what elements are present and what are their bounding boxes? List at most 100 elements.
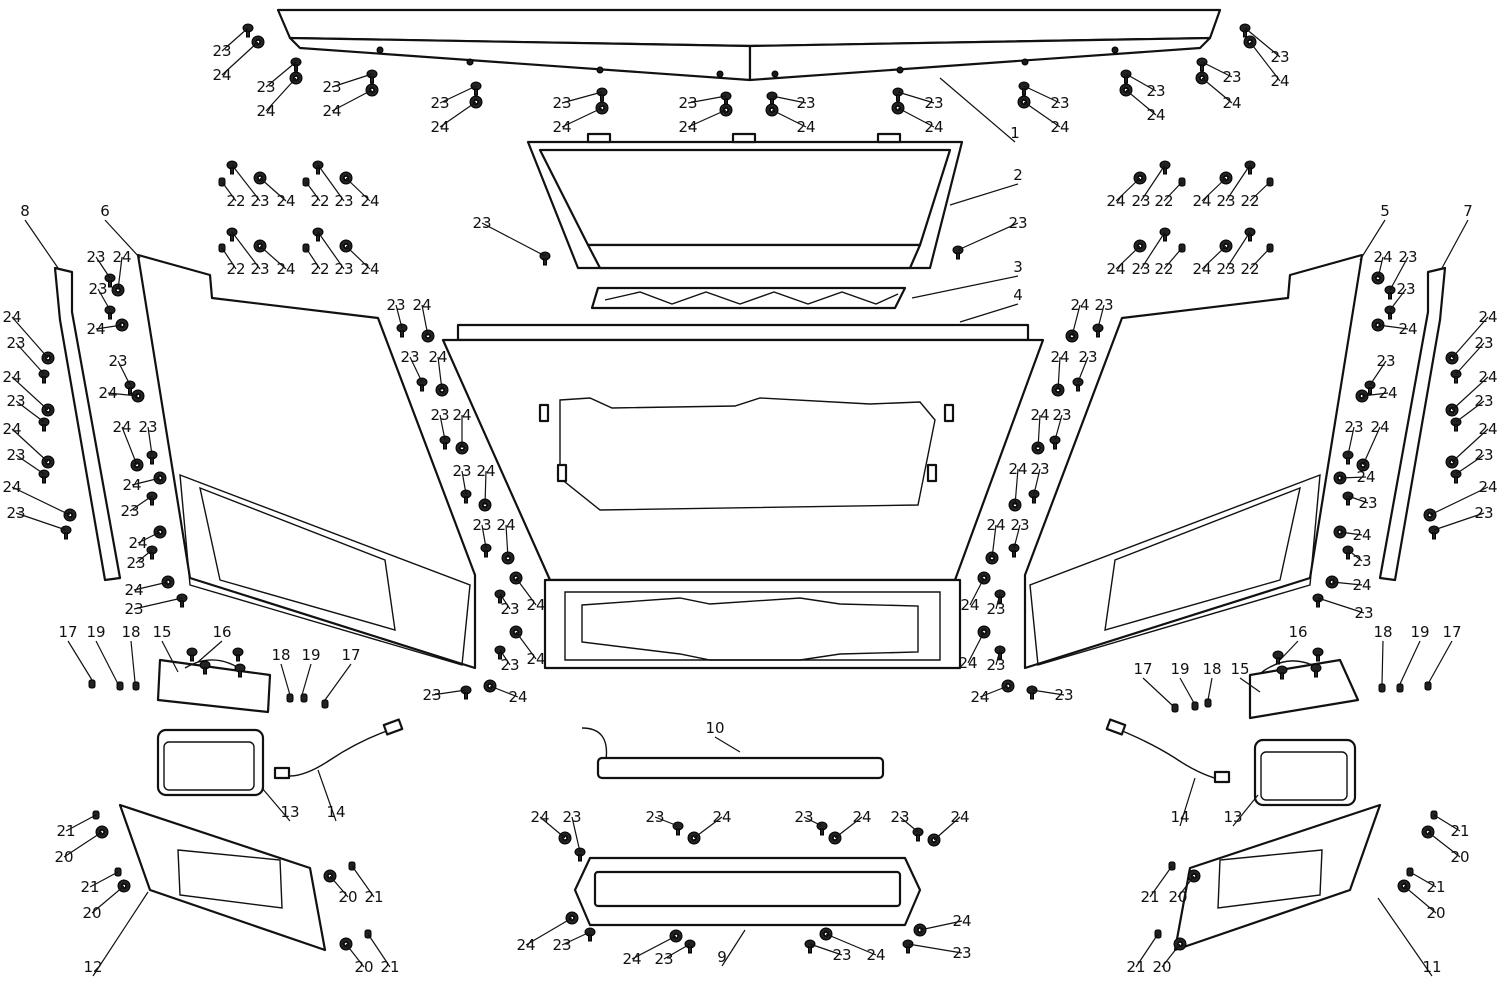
screw-fastener	[1272, 650, 1284, 665]
fastener-label: 24	[1008, 460, 1027, 478]
fastener-label: 24	[1356, 468, 1375, 486]
fastener-label: 23	[552, 936, 571, 954]
fastener-label: 24	[476, 462, 495, 480]
fastener-label: 24	[552, 118, 571, 136]
fastener-label: 20	[1450, 848, 1469, 866]
leader-line	[1125, 89, 1157, 116]
clip-fastener	[1171, 703, 1179, 713]
fastener-label: 24	[960, 596, 979, 614]
fastener-label: 24	[276, 192, 295, 210]
leader-line	[117, 256, 123, 291]
leader-line	[24, 219, 59, 269]
part-14-right-harness	[1105, 718, 1231, 784]
fastener-label: 21	[1140, 888, 1159, 906]
leader-line	[1201, 61, 1233, 78]
leader-line	[15, 512, 67, 531]
leader-line	[484, 470, 487, 506]
leader-line	[261, 787, 291, 822]
leader-line	[1054, 414, 1063, 441]
leader-line	[1369, 360, 1387, 386]
fastener-label: 23	[1216, 260, 1235, 278]
fastener-label: 23	[1376, 352, 1395, 370]
callout-c17a: 17	[58, 623, 77, 641]
callout-c16b: 16	[1288, 623, 1307, 641]
leader-line	[1239, 677, 1261, 693]
fastener-label: 24	[128, 534, 147, 552]
screw-fastener	[672, 821, 684, 836]
leader-line	[1377, 256, 1384, 279]
fastener-label: 23	[500, 656, 519, 674]
fastener-label: 23	[1352, 552, 1371, 570]
leader-line	[231, 231, 261, 270]
leader-line	[957, 222, 1019, 251]
clip-fastener	[132, 681, 140, 691]
fastener-label: 24	[986, 516, 1005, 534]
fastener-label: 23	[1344, 418, 1363, 436]
part-13-right-lamp	[1253, 738, 1357, 807]
fastener-label: 21	[80, 878, 99, 896]
screw-fastener	[1450, 369, 1462, 384]
leader-line	[1013, 524, 1021, 549]
leader-line	[1249, 41, 1281, 82]
fastener-label: 23	[1358, 494, 1377, 512]
leader-line	[1077, 356, 1089, 383]
fastener-label: 23	[120, 502, 139, 520]
leader-line	[1125, 73, 1157, 92]
leader-line	[825, 933, 877, 956]
callout-c17d: 17	[1442, 623, 1461, 641]
leader-line	[515, 631, 537, 660]
leader-line	[1244, 27, 1281, 58]
fastener-label: 24	[958, 654, 977, 672]
fastener-label: 23	[452, 462, 471, 480]
leader-line	[89, 871, 119, 888]
fastener-label: 23	[1354, 604, 1373, 622]
screw-fastener	[912, 827, 924, 842]
screw-fastener	[176, 593, 188, 608]
leader-line	[317, 769, 337, 822]
leader-line	[131, 477, 161, 486]
fastener-label: 23	[1052, 406, 1071, 424]
leader-line	[1377, 324, 1409, 330]
leader-line	[437, 356, 443, 391]
leader-line	[1201, 77, 1233, 104]
leader-line	[1031, 689, 1065, 696]
leader-line	[431, 689, 467, 696]
leader-line	[1361, 392, 1389, 397]
fastener-label: 24	[1352, 526, 1371, 544]
screw-fastener	[1018, 81, 1030, 96]
screw-fastener	[584, 927, 596, 942]
screw-fastener	[1312, 593, 1324, 608]
part-13-left-lamp	[156, 728, 265, 797]
fastener-label: 24	[124, 581, 143, 599]
leader-line	[324, 663, 352, 701]
screw-fastener	[539, 251, 551, 266]
fastener-label: 22	[1240, 192, 1259, 210]
clip-fastener	[88, 679, 96, 689]
leader-line	[1163, 247, 1183, 270]
fastener-label: 24	[1192, 260, 1211, 278]
leader-line	[91, 885, 125, 914]
leader-line	[991, 524, 997, 559]
fastener-label: 24	[1106, 192, 1125, 210]
leader-line	[130, 640, 136, 683]
fastener-label: 23	[986, 656, 1005, 674]
fastener-label: 24	[412, 296, 431, 314]
fastener-label: 22	[310, 192, 329, 210]
leader-line	[995, 593, 1001, 610]
fastener-label: 23	[552, 94, 571, 112]
leader-line	[911, 275, 1019, 299]
fastener-label: 24	[1030, 406, 1049, 424]
leader-line	[481, 222, 546, 257]
screw-fastener	[892, 87, 904, 102]
leader-line	[1362, 426, 1381, 466]
leader-line	[1429, 486, 1489, 516]
fastener-label: 23	[6, 446, 25, 464]
fastener-label: 23	[6, 392, 25, 410]
fastener-label: 23	[1396, 280, 1415, 298]
leader-line	[329, 875, 349, 898]
callout-c12: 12	[83, 958, 102, 976]
nut-fastener	[365, 83, 379, 97]
fastener-label: 24	[2, 308, 21, 326]
